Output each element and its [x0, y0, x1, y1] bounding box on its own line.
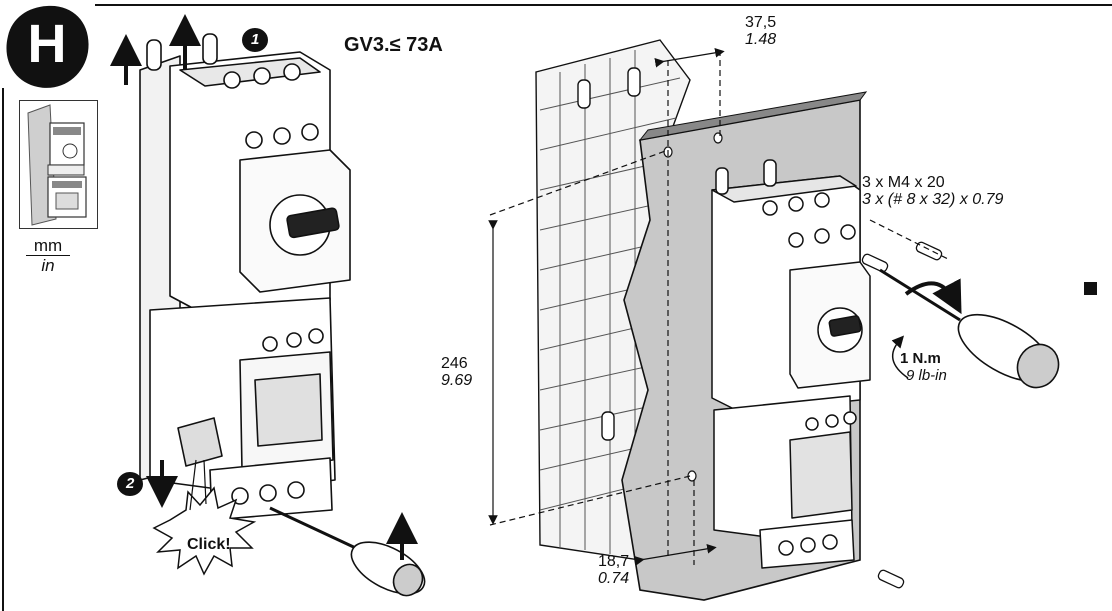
- frame-top-rule: [95, 4, 1112, 6]
- section-badge: H: [4, 4, 90, 90]
- screw-spec-metric: 3 x M4 x 20: [862, 174, 945, 191]
- click-leader-lines: [189, 459, 207, 511]
- click-starburst: [152, 486, 257, 576]
- click-callout: Click!: [187, 536, 231, 553]
- unit-legend: mm in: [26, 236, 70, 275]
- rotation-arrow: [904, 278, 962, 315]
- torque-imperial: 9 lb-in: [906, 367, 947, 384]
- assembly-thumbnail: [19, 100, 98, 229]
- section-letter: H: [27, 14, 67, 74]
- right-screwdriver: [879, 268, 1060, 389]
- dimension-lines: [488, 48, 951, 566]
- step-markers: [117, 28, 268, 496]
- torque-metric: 1 N.m: [900, 350, 941, 367]
- dimension-bottom-offset: 18,7 0.74: [598, 553, 629, 587]
- screws: [861, 241, 943, 589]
- dimension-top-offset-metric: 37,5: [745, 14, 777, 31]
- step-marker-2: [117, 472, 143, 496]
- screw-spec: 3 x M4 x 20 3 x (# 8 x 32) x 0.79: [862, 174, 1003, 208]
- step-number-2: 2: [126, 475, 135, 492]
- screw-spec-imperial: 3 x (# 8 x 32) x 0.79: [862, 191, 1004, 208]
- thumbnail-drawing: [27, 104, 87, 226]
- dimension-height-metric: 246: [441, 355, 468, 372]
- torque-arrow: [891, 335, 909, 379]
- unit-imperial: in: [41, 256, 55, 275]
- mounted-starter: [711, 159, 871, 569]
- frame-left-rule: [2, 88, 4, 611]
- dimension-bottom-offset-imperial: 0.74: [598, 570, 630, 587]
- left-screwdriver: [269, 506, 426, 597]
- section-marker: [1084, 282, 1097, 295]
- left-assembly: [139, 33, 351, 521]
- unit-metric: mm: [26, 236, 70, 256]
- torque-spec: 1 N.m 9 lb-in: [900, 350, 947, 384]
- model-title: GV3.≤ 73A: [344, 34, 443, 56]
- step-number-1: 1: [251, 31, 260, 48]
- step-marker-1: [242, 28, 268, 52]
- badge-shape: [6, 5, 89, 88]
- direction-arrows: [110, 14, 418, 560]
- dimension-bottom-offset-metric: 18,7: [598, 553, 630, 570]
- dimension-top-offset: 37,5 1.48: [745, 14, 776, 48]
- dimension-height: 246 9.69: [441, 355, 472, 389]
- dimension-height-imperial: 9.69: [441, 372, 473, 389]
- dimension-top-offset-imperial: 1.48: [745, 31, 777, 48]
